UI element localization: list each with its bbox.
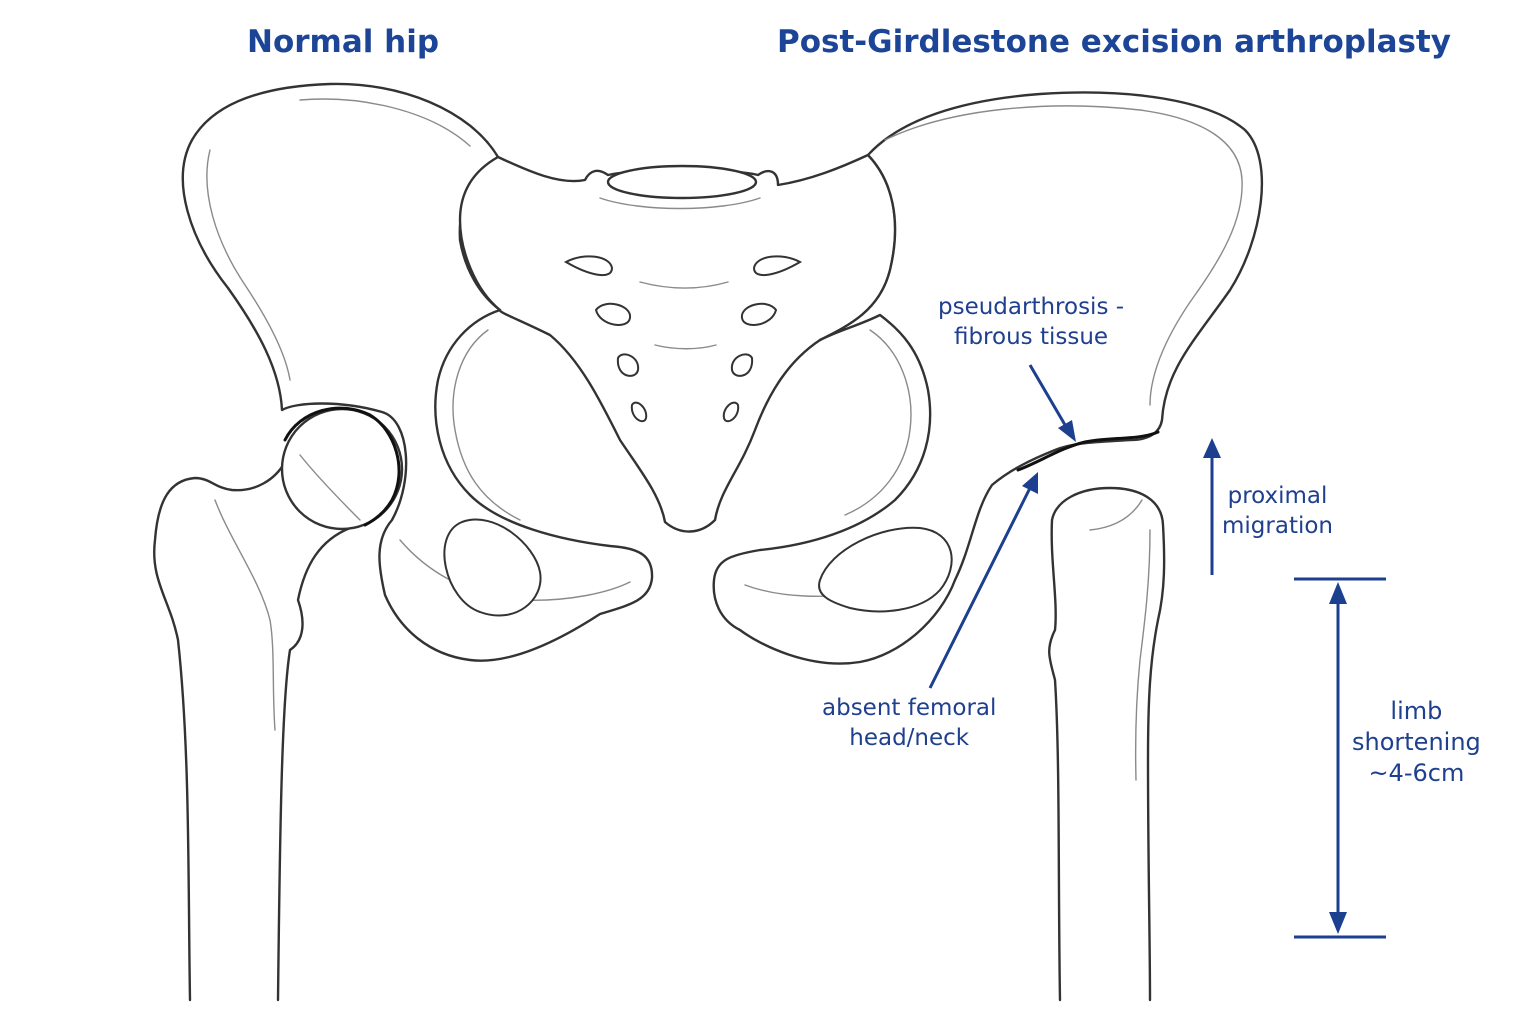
absent-head-arrow: [928, 487, 1032, 689]
label-proximal-line1: proximal: [1227, 483, 1328, 509]
label-pseudarthrosis-line2: fibrous tissue: [953, 323, 1109, 350]
label-absent-femoral-head: absent femoral head/neck: [822, 694, 996, 754]
title-normal-hip: Normal hip: [247, 24, 440, 60]
label-absent-head-line2: head/neck: [849, 724, 970, 751]
sacral-promontory: [606, 164, 758, 200]
left-obturator-foramen: [443, 518, 542, 617]
label-limb-shortening: limb shortening ~4-6cm: [1352, 696, 1481, 790]
left-ilium: [181, 82, 654, 662]
right-obturator-foramen: [818, 526, 953, 613]
right-hemipelvis: [712, 91, 1263, 665]
pseudarthrosis-line: [1016, 430, 1160, 472]
label-proximal-migration: proximal migration: [1222, 482, 1333, 542]
title-post-girdlestone: Post-Girdlestone excision arthroplasty: [777, 24, 1451, 60]
label-limb-line2: shortening: [1352, 728, 1481, 757]
right-ilium: [712, 91, 1263, 665]
left-femur: [153, 406, 404, 1002]
label-limb-line3: ~4-6cm: [1368, 759, 1465, 788]
right-femur: [1048, 486, 1166, 1002]
label-proximal-line2: migration: [1222, 512, 1334, 539]
label-pseudarthrosis: pseudarthrosis - fibrous tissue: [938, 293, 1124, 353]
label-limb-line1: limb: [1390, 697, 1443, 725]
left-hemipelvis: [181, 82, 654, 662]
sacrum: [458, 153, 897, 533]
annotation-arrows: [928, 364, 1386, 939]
label-pseudarthrosis-line1: pseudarthrosis -: [938, 294, 1125, 320]
pseudarthrosis-arrow: [1028, 364, 1070, 431]
label-absent-head-line1: absent femoral: [822, 695, 997, 721]
